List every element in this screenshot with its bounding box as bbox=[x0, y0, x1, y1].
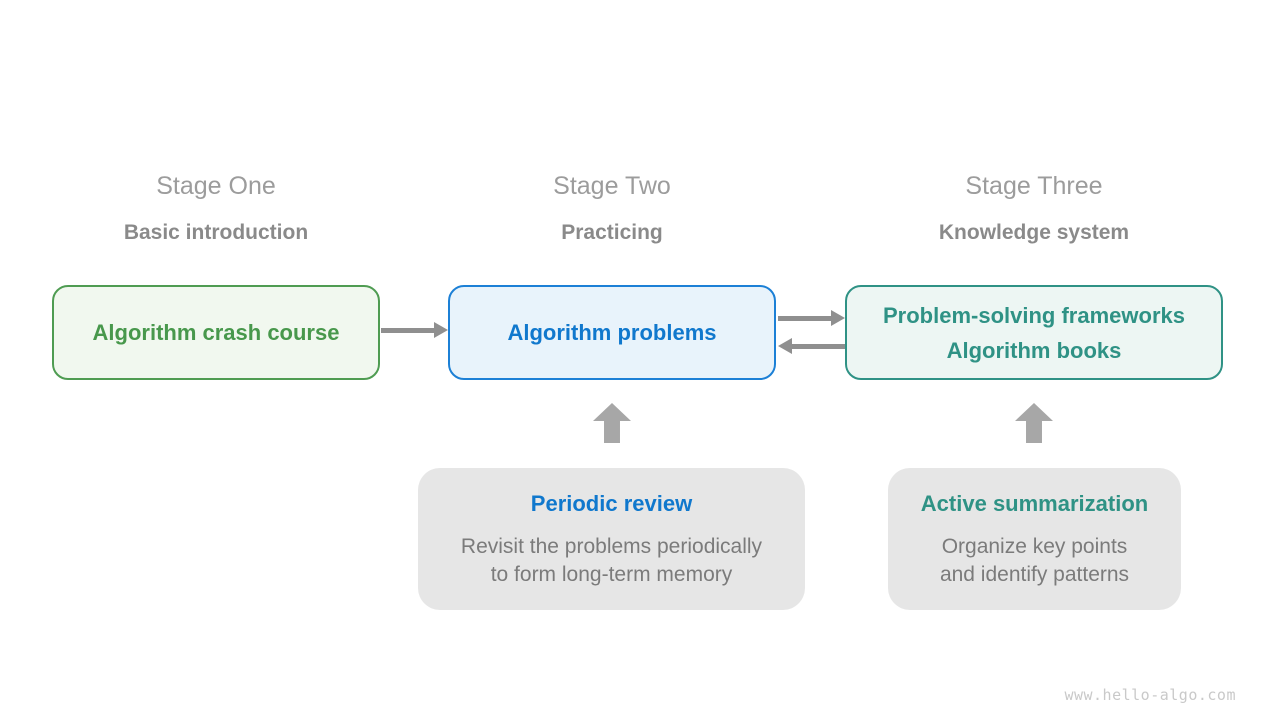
box-line: Algorithm books bbox=[946, 337, 1122, 363]
arrow-stage2-to-stage3-icon bbox=[778, 310, 845, 326]
watermark: www.hello-algo.com bbox=[1064, 686, 1236, 704]
arrow-stage3-to-stage2-icon bbox=[778, 338, 845, 354]
note-body-line: Revisit the problems periodically bbox=[460, 535, 763, 558]
arrow-head-right-icon bbox=[434, 322, 448, 338]
arrow-shaft bbox=[792, 343, 845, 349]
up-arrow-icon bbox=[593, 403, 631, 443]
up-arrow-icon bbox=[1015, 403, 1053, 443]
knowledge-system-box: Problem-solving frameworks Algorithm boo… bbox=[845, 285, 1223, 380]
arrow-head-left-icon bbox=[778, 338, 792, 354]
note-body: Revisit the problems periodically to for… bbox=[461, 533, 762, 589]
stage-three-subtitle: Knowledge system bbox=[938, 221, 1130, 244]
active-summarization-note: Active summarization Organize key points… bbox=[888, 468, 1181, 610]
stage-two-title: Stage Two bbox=[553, 172, 671, 200]
algorithm-crash-course-box: Algorithm crash course bbox=[52, 285, 380, 380]
arrow-head-right-icon bbox=[831, 310, 845, 326]
note-body-line: and identify patterns bbox=[939, 563, 1130, 586]
note-title: Active summarization bbox=[920, 491, 1149, 516]
box-line: Algorithm crash course bbox=[92, 320, 340, 345]
arrow-shaft bbox=[778, 315, 831, 321]
box-line: Algorithm problems bbox=[507, 320, 717, 345]
note-title: Periodic review bbox=[530, 491, 693, 516]
note-body-line: Organize key points bbox=[941, 535, 1128, 558]
arrow-shaft bbox=[381, 327, 434, 333]
note-body: Organize key points and identify pattern… bbox=[940, 533, 1129, 589]
stage-three-title: Stage Three bbox=[965, 172, 1103, 200]
stage-one-title: Stage One bbox=[156, 172, 276, 200]
stage-two-subtitle: Practicing bbox=[561, 221, 663, 244]
periodic-review-note: Periodic review Revisit the problems per… bbox=[418, 468, 805, 610]
note-body-line: to form long-term memory bbox=[490, 563, 733, 586]
box-line: Problem-solving frameworks bbox=[883, 302, 1185, 328]
algorithm-problems-box: Algorithm problems bbox=[448, 285, 776, 380]
stage-one-subtitle: Basic introduction bbox=[123, 221, 309, 244]
arrow-stage1-to-stage2-icon bbox=[381, 322, 448, 338]
